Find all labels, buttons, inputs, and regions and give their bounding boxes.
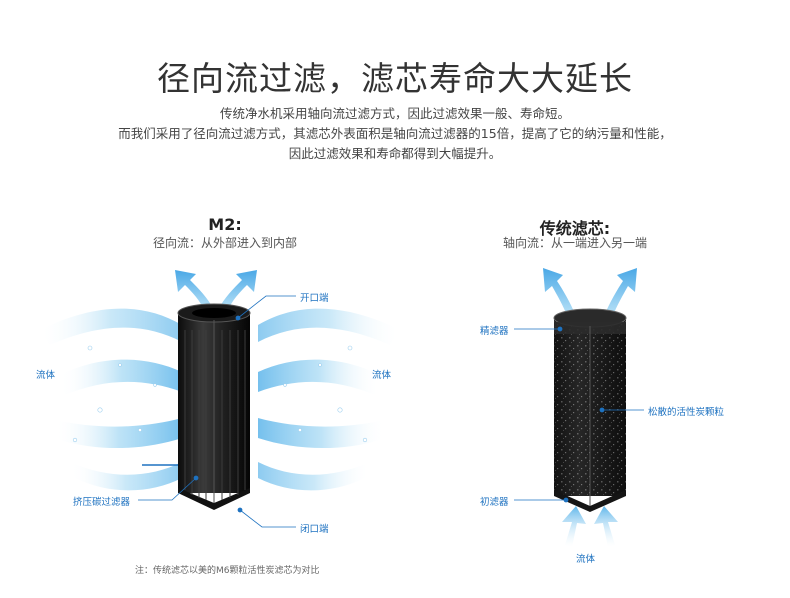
label-granular-carbon: 松散的活性炭颗粒: [648, 404, 724, 418]
m2-flow-right: [258, 309, 400, 491]
label-fluid-inlet: 流体: [576, 551, 595, 565]
label-fluid-right: 流体: [372, 367, 391, 381]
label-carbon-filter: 挤压碳过滤器: [73, 494, 130, 508]
label-closed-end: 闭口端: [300, 521, 329, 535]
label-primary-filter: 初滤器: [480, 494, 509, 508]
traditional-inlet-arrows: [562, 506, 618, 547]
traditional-filter-cylinder: [554, 309, 626, 512]
m2-flow-left: [40, 309, 182, 491]
label-fine-filter: 精滤器: [480, 323, 509, 337]
label-open-end: 开口端: [300, 290, 329, 304]
footnote: 注：传统滤芯以美的M6颗粒活性炭滤芯为对比: [135, 563, 320, 576]
label-fluid-left: 流体: [36, 367, 55, 381]
